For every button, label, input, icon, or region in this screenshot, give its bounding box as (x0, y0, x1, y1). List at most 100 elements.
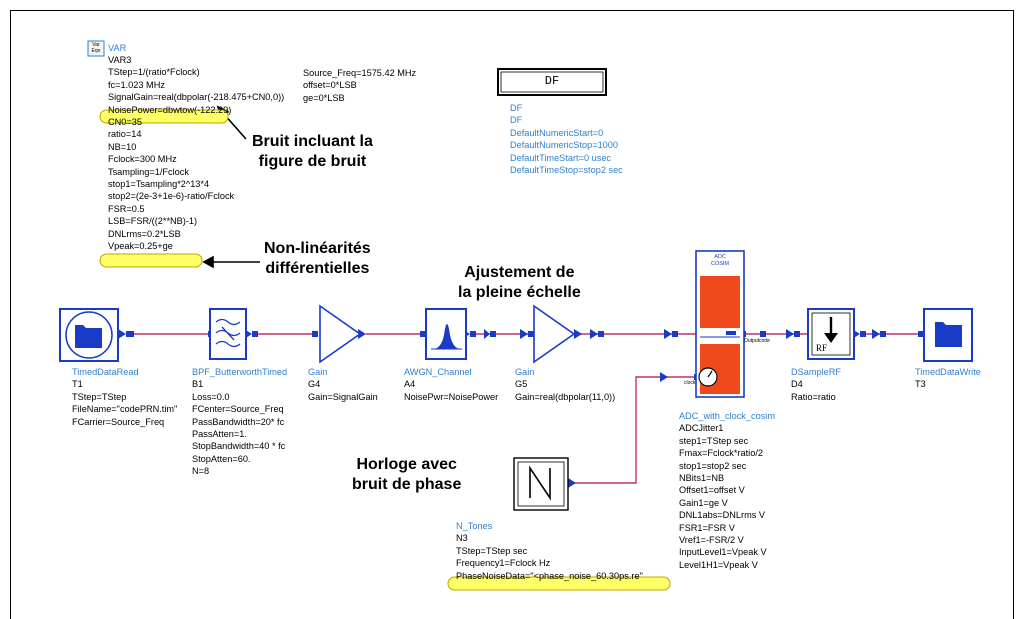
param-line: stop1=Tsampling*2^13*4 (108, 179, 210, 190)
adc-symbol (695, 250, 745, 398)
param-line: NoisePower=dbwtow(-122.29) (108, 104, 232, 115)
param-line: Loss=0.0 (192, 391, 230, 402)
param-line: FSR=0.5 (108, 203, 145, 214)
param-line: step1=TStep sec (679, 435, 749, 446)
dsample-rf-label: RF (816, 343, 828, 353)
param-line: Vpeak=0.25+ge (108, 241, 173, 252)
param-line: Vref1=-FSR/2 V (679, 535, 744, 546)
param-line: N=8 (192, 466, 210, 477)
dsample-symbol (807, 308, 855, 360)
param-line: TimedDataRead (72, 367, 139, 377)
bpf-symbol (209, 308, 247, 360)
param-line: DefaultNumericStart=0 (510, 127, 604, 138)
param-line: A4 (404, 379, 416, 390)
annotation-full-scale: Ajustement de la pleine échelle (458, 263, 581, 303)
adc-clock-label: clock (684, 380, 696, 386)
param-line: Fclock=300 MHz (108, 154, 177, 165)
param-line: FCenter=Source_Freq (192, 404, 284, 415)
param-line: NBits1=NB (679, 473, 725, 484)
param-line: SignalGain=real(dbpolar(-218.475+CN0,0)) (108, 92, 285, 103)
param-line: Gain1=ge V (679, 497, 728, 508)
annotation-dnl: Non-linéarités différentielles (264, 239, 371, 279)
param-line: FCarrier=Source_Freq (72, 416, 165, 427)
param-line: T3 (915, 379, 926, 390)
param-line: Gain (515, 367, 535, 377)
n-tones-symbol (513, 457, 569, 511)
param-line: DNLrms=0.2*LSB (108, 228, 181, 239)
param-line: la pleine échelle (458, 284, 581, 301)
param-line: Gain (308, 367, 328, 377)
param-line: Gain=real(dbpolar(11,0)) (515, 391, 616, 402)
param-line: Frequency1=Fclock Hz (456, 558, 551, 569)
param-line: Horloge avec (356, 456, 457, 473)
param-line: StopAtten=60. (192, 453, 251, 464)
param-line: DSampleRF (791, 367, 842, 377)
param-line: DNL1abs=DNLrms V (679, 510, 766, 521)
param-line: PassAtten=1. (192, 429, 247, 440)
param-line: DefaultTimeStart=0 usec (510, 152, 612, 163)
param-line: NoisePwr=NoisePower (404, 391, 499, 402)
param-line: N_Tones (456, 521, 493, 531)
param-line: Non-linéarités (264, 240, 371, 257)
awgn-symbol (425, 308, 467, 360)
param-line: G4 (308, 379, 321, 390)
param-line: InputLevel1=Vpeak V (679, 547, 767, 558)
gain-g5-symbol (533, 304, 576, 364)
param-line: différentielles (265, 260, 370, 277)
timed-data-write-symbol (923, 308, 973, 362)
param-line: ADC_with_clock_cosim (679, 411, 775, 421)
param-line: NB=10 (108, 141, 137, 152)
timed-data-read-symbol (59, 308, 119, 362)
param-line: TStep=1/(ratio*Fclock) (108, 67, 200, 78)
var-name: VAR3 (108, 55, 132, 65)
param-line: Ratio=ratio (791, 391, 836, 402)
param-line: StopBandwidth=40 * fc (192, 441, 286, 452)
schematic-border (10, 10, 1014, 619)
param-line: bruit de phase (352, 476, 462, 493)
highlight-ovals (99, 109, 671, 591)
param-line: B1 (192, 379, 204, 390)
param-line: FileName="codePRN.tim" (72, 404, 178, 415)
param-line: Offset1=offset V (679, 485, 745, 496)
adc-output-label: Outputcode (744, 338, 770, 344)
var-block-title: VAR (108, 43, 127, 53)
param-line: stop1=stop2 sec (679, 460, 747, 471)
param-line: TStep=TStep sec (456, 545, 528, 556)
df-box-label: DF (544, 74, 560, 88)
param-line: Bruit incluant la (252, 133, 373, 150)
param-line: PassBandwidth=20* fc (192, 416, 285, 427)
param-line: TimedDataWrite (915, 367, 981, 377)
param-line: TStep=TStep (72, 391, 127, 402)
param-line: G5 (515, 379, 528, 390)
param-line: ADCJitter1 (679, 423, 724, 434)
gain-g4-symbol (319, 304, 362, 364)
param-line: CN0=35 (108, 117, 142, 128)
param-line: Source_Freq=1575.42 MHz (303, 68, 417, 78)
param-line: Tsampling=1/Fclock (108, 166, 189, 177)
param-line: fc=1.023 MHz (108, 79, 165, 90)
param-line: LSB=FSR/((2**NB)-1) (108, 216, 198, 227)
annotation-clock: Horloge avec bruit de phase (352, 455, 461, 495)
param-line: Level1H1=Vpeak V (679, 559, 758, 570)
param-line: PhaseNoiseData="<phase_noise_60.30ps.re" (456, 570, 643, 581)
param-line: Ajustement de (464, 264, 575, 281)
param-line: offset=0*LSB (303, 80, 357, 91)
var-icon (87, 40, 105, 57)
param-line: N3 (456, 533, 468, 544)
param-line: DefaultTimeStop=stop2 sec (510, 165, 623, 176)
param-line: DefaultNumericStop=1000 (510, 140, 619, 151)
param-line: T1 (72, 379, 83, 390)
param-line: BPF_ButterworthTimed (192, 367, 288, 377)
